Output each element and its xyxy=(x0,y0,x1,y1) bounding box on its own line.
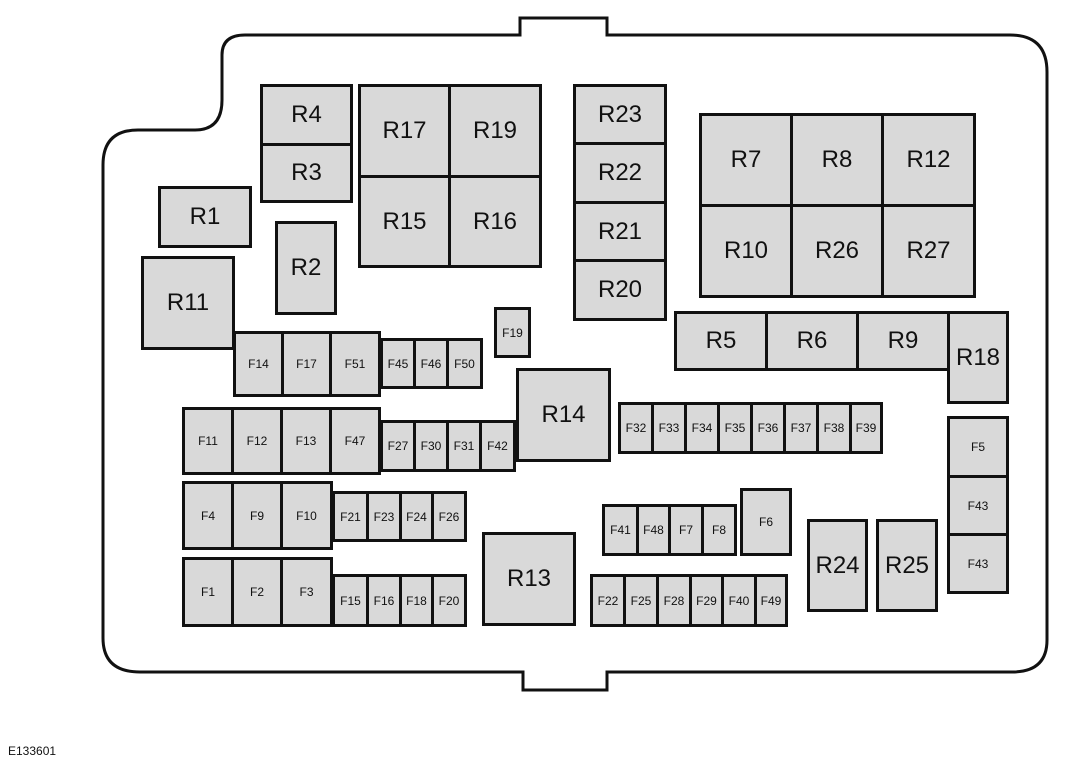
fuse-f26: F26 xyxy=(431,491,467,542)
fuse-f7: F7 xyxy=(668,504,704,556)
relay-r1: R1 xyxy=(158,186,252,248)
relay-r22: R22 xyxy=(573,142,667,204)
relay-r25: R25 xyxy=(876,519,938,612)
fuse-f37: F37 xyxy=(783,402,819,454)
fuse-f39: F39 xyxy=(849,402,883,454)
relay-r21: R21 xyxy=(573,201,667,262)
fuse-f12: F12 xyxy=(231,407,283,475)
fuse-f40: F40 xyxy=(721,574,757,627)
fuse-f23: F23 xyxy=(366,491,402,542)
fuse-f27: F27 xyxy=(380,420,416,472)
fuse-f14: F14 xyxy=(233,331,284,397)
fuse-f19: F19 xyxy=(494,307,531,358)
fuse-f10: F10 xyxy=(280,481,333,550)
fuse-f41: F41 xyxy=(602,504,639,556)
fuse-f21: F21 xyxy=(332,491,369,542)
relay-r27: R27 xyxy=(881,204,976,298)
relay-r6: R6 xyxy=(765,311,859,371)
fuse-f45: F45 xyxy=(380,338,416,389)
relay-r9: R9 xyxy=(856,311,950,371)
fuse-f33: F33 xyxy=(651,402,687,454)
fuse-f42: F42 xyxy=(479,420,516,472)
fuse-f2: F2 xyxy=(231,557,283,627)
fuse-f22: F22 xyxy=(590,574,626,627)
fuse-f1: F1 xyxy=(182,557,234,627)
relay-r4: R4 xyxy=(260,84,353,146)
fuse-f51: F51 xyxy=(329,331,381,397)
relay-r17: R17 xyxy=(358,84,451,178)
fuse-f25: F25 xyxy=(623,574,659,627)
relay-r12: R12 xyxy=(881,113,976,207)
fuse-f16: F16 xyxy=(366,574,402,627)
fuse-f43-upper: F43 xyxy=(947,475,1009,536)
relay-r18: R18 xyxy=(947,311,1009,404)
fuse-f6: F6 xyxy=(740,488,792,556)
relay-r13: R13 xyxy=(482,532,576,626)
diagram-code: E133601 xyxy=(8,744,57,758)
fuse-f28: F28 xyxy=(656,574,692,627)
relay-r11: R11 xyxy=(141,256,235,350)
relay-r14: R14 xyxy=(516,368,611,462)
relay-r24: R24 xyxy=(807,519,868,612)
fuse-f50: F50 xyxy=(446,338,483,389)
relay-r5: R5 xyxy=(674,311,768,371)
fuse-f4: F4 xyxy=(182,481,234,550)
fuse-f24: F24 xyxy=(399,491,434,542)
fuse-f43-lower: F43 xyxy=(947,533,1009,594)
fuse-f48: F48 xyxy=(636,504,671,556)
relay-r15: R15 xyxy=(358,175,451,268)
fuse-f30: F30 xyxy=(413,420,449,472)
fuse-f46: F46 xyxy=(413,338,449,389)
fuse-f13: F13 xyxy=(280,407,332,475)
fuse-f31: F31 xyxy=(446,420,482,472)
relay-r20: R20 xyxy=(573,259,667,321)
relay-r19: R19 xyxy=(448,84,542,178)
fuse-f49: F49 xyxy=(754,574,788,627)
fuse-f9: F9 xyxy=(231,481,283,550)
fuse-f38: F38 xyxy=(816,402,852,454)
relay-r16: R16 xyxy=(448,175,542,268)
fuse-f29: F29 xyxy=(689,574,724,627)
relay-r23: R23 xyxy=(573,84,667,145)
fuse-f8: F8 xyxy=(701,504,737,556)
fuse-f34: F34 xyxy=(684,402,720,454)
relay-r26: R26 xyxy=(790,204,884,298)
relay-r8: R8 xyxy=(790,113,884,207)
fuse-f20: F20 xyxy=(431,574,467,627)
fuse-f18: F18 xyxy=(399,574,434,627)
relay-r10: R10 xyxy=(699,204,793,298)
fuse-f47: F47 xyxy=(329,407,381,475)
fuse-f15: F15 xyxy=(332,574,369,627)
fuse-f3: F3 xyxy=(280,557,333,627)
fuse-f36: F36 xyxy=(750,402,786,454)
relay-r7: R7 xyxy=(699,113,793,207)
fuse-f17: F17 xyxy=(281,331,332,397)
relay-r3: R3 xyxy=(260,143,353,203)
fuse-f11: F11 xyxy=(182,407,234,475)
relay-r2: R2 xyxy=(275,221,337,315)
fuse-f32: F32 xyxy=(618,402,654,454)
fuse-f5: F5 xyxy=(947,416,1009,478)
fuse-f35: F35 xyxy=(717,402,753,454)
